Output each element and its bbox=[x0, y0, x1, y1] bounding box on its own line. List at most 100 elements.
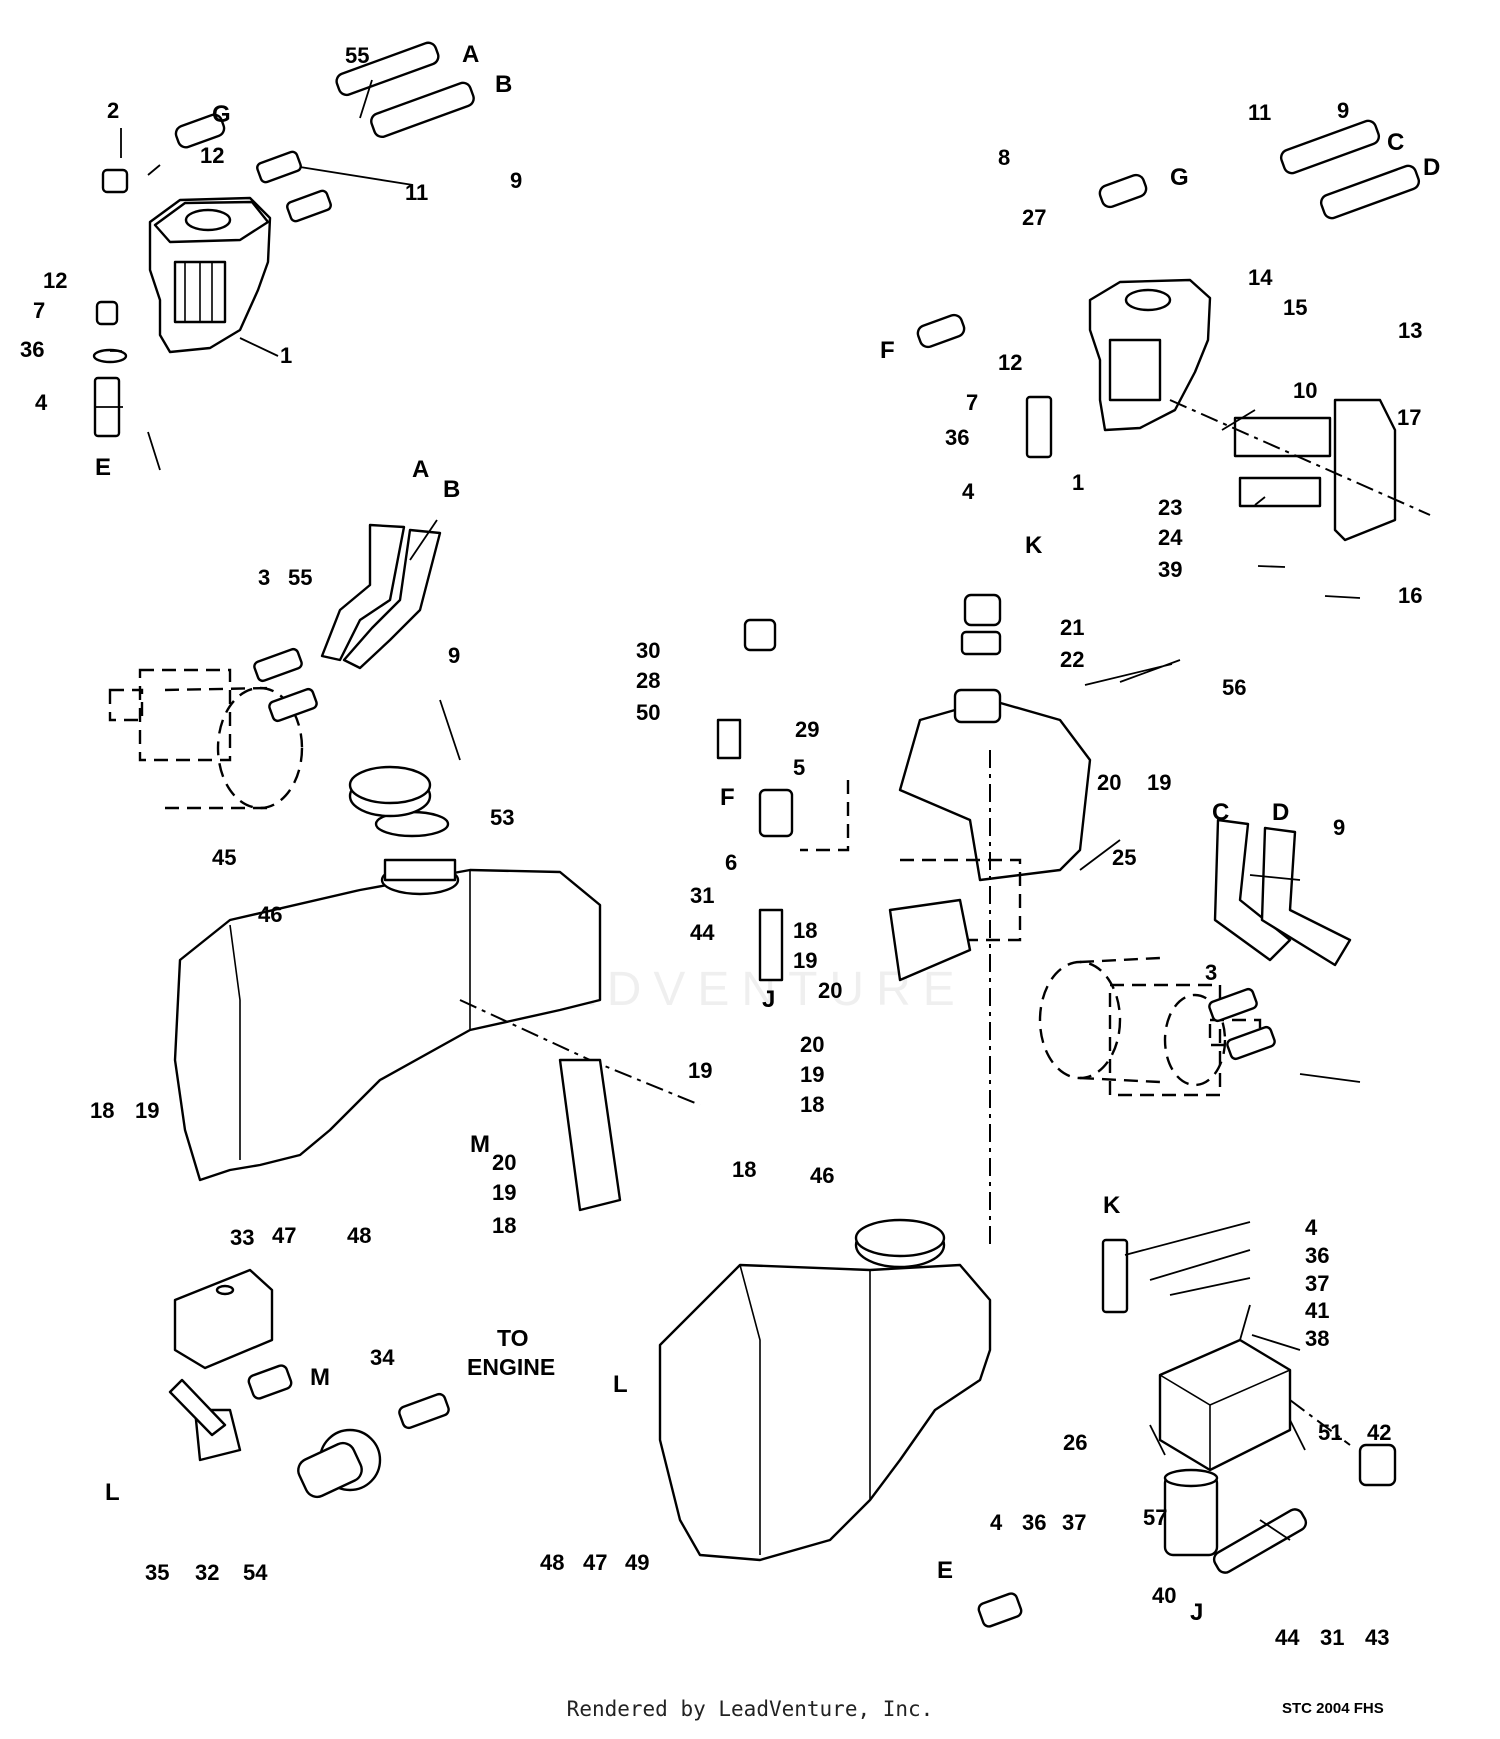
callout: 12 bbox=[200, 143, 224, 168]
callout: 31 bbox=[1320, 1625, 1344, 1650]
callout: 19 bbox=[688, 1058, 712, 1083]
callout: 28 bbox=[636, 668, 660, 693]
connection-letter: A bbox=[462, 41, 479, 68]
callout: 16 bbox=[1398, 583, 1422, 608]
copyright-stamp: STC 2004 FHS bbox=[1282, 1700, 1384, 1717]
callout: 18 bbox=[90, 1098, 114, 1123]
callout: 10 bbox=[1293, 378, 1317, 403]
pump-assembly-right bbox=[916, 119, 1431, 542]
callout: 57 bbox=[1143, 1505, 1167, 1530]
connection-letter: K bbox=[1025, 532, 1043, 559]
callout: 29 bbox=[795, 717, 819, 742]
callout: 31 bbox=[690, 883, 714, 908]
connection-letter: E bbox=[937, 1557, 953, 1584]
callout: 47 bbox=[583, 1550, 607, 1575]
to-engine-label: TO ENGINE bbox=[467, 1325, 555, 1380]
callout: 7 bbox=[33, 298, 45, 323]
callout: 37 bbox=[1305, 1271, 1329, 1296]
callout: 36 bbox=[1022, 1510, 1046, 1535]
callout: 36 bbox=[945, 425, 969, 450]
hydraulic-motor-left bbox=[108, 523, 442, 810]
callout: 4 bbox=[962, 479, 975, 504]
to-engine-line1: TO bbox=[497, 1325, 529, 1351]
callout: 4 bbox=[1305, 1215, 1318, 1240]
connection-letter: B bbox=[495, 71, 512, 98]
callout: 41 bbox=[1305, 1298, 1329, 1323]
callout: 44 bbox=[690, 920, 715, 945]
callout: 48 bbox=[540, 1550, 564, 1575]
fuel-tank-left bbox=[173, 765, 701, 1212]
callout: 47 bbox=[272, 1223, 296, 1248]
callout: 18 bbox=[492, 1213, 516, 1238]
callout: 1 bbox=[1072, 470, 1084, 495]
callout: 20 bbox=[800, 1032, 824, 1057]
callout: 45 bbox=[212, 845, 236, 870]
connection-letter: C bbox=[1212, 799, 1229, 826]
callout: 9 bbox=[1333, 815, 1345, 840]
callout: 11 bbox=[405, 180, 428, 205]
connection-letter: G bbox=[1170, 164, 1189, 191]
connection-letter: M bbox=[310, 1364, 330, 1391]
callout: 4 bbox=[35, 390, 48, 415]
callout: 20 bbox=[1097, 770, 1121, 795]
callout: 49 bbox=[625, 1550, 649, 1575]
callout: 42 bbox=[1367, 1420, 1391, 1445]
to-engine-line2: ENGINE bbox=[467, 1354, 555, 1380]
callout: 9 bbox=[448, 643, 460, 668]
callout: 37 bbox=[1062, 1510, 1086, 1535]
callout: 12 bbox=[43, 268, 67, 293]
callout: 36 bbox=[20, 337, 44, 362]
callout: 19 bbox=[800, 1062, 824, 1087]
callout: 55 bbox=[345, 43, 369, 68]
callout: 18 bbox=[732, 1157, 756, 1182]
callout: 35 bbox=[145, 1560, 169, 1585]
callout: 8 bbox=[998, 145, 1010, 170]
callout-numbers: 55 2 12 11 9 12 7 36 4 1 8 27 11 9 14 15… bbox=[20, 43, 1422, 1650]
callout: 11 bbox=[1248, 100, 1271, 125]
connection-letter: C bbox=[1387, 129, 1404, 156]
callout: 2 bbox=[107, 98, 119, 123]
callout: 50 bbox=[636, 700, 660, 725]
callout: 19 bbox=[492, 1180, 516, 1205]
pump-assembly-left bbox=[92, 41, 475, 438]
callout: 22 bbox=[1060, 647, 1084, 672]
fuel-tank-bottom bbox=[658, 1218, 992, 1562]
callout: 3 bbox=[258, 565, 270, 590]
connection-letter: K bbox=[1103, 1192, 1121, 1219]
callout: 24 bbox=[1158, 525, 1183, 550]
callout: 38 bbox=[1305, 1326, 1329, 1351]
callout: 46 bbox=[810, 1163, 834, 1188]
callout: 18 bbox=[793, 918, 817, 943]
callout: 19 bbox=[793, 948, 817, 973]
callout: 3 bbox=[1205, 960, 1217, 985]
callout: 1 bbox=[280, 343, 292, 368]
callout: 9 bbox=[510, 168, 522, 193]
hydraulic-motor-right bbox=[1038, 818, 1352, 1097]
callout: 15 bbox=[1283, 295, 1307, 320]
shutoff-valve-and-filter bbox=[168, 1268, 450, 1499]
callout: 5 bbox=[793, 755, 805, 780]
callout: 33 bbox=[230, 1225, 254, 1250]
callout: 4 bbox=[990, 1510, 1003, 1535]
callout: 55 bbox=[288, 565, 312, 590]
connection-letter: F bbox=[720, 784, 735, 811]
connection-letter: L bbox=[105, 1479, 120, 1506]
connection-letter: E bbox=[95, 454, 111, 481]
callout: 46 bbox=[258, 902, 282, 927]
connection-letter: M bbox=[470, 1131, 490, 1158]
callout: 21 bbox=[1060, 615, 1084, 640]
callout: 56 bbox=[1222, 675, 1246, 700]
callout: 36 bbox=[1305, 1243, 1329, 1268]
connection-letter: D bbox=[1272, 799, 1289, 826]
callout: 32 bbox=[195, 1560, 219, 1585]
connection-letter: F bbox=[880, 337, 895, 364]
callout: 40 bbox=[1152, 1583, 1176, 1608]
callout: 51 bbox=[1318, 1420, 1342, 1445]
leader-lines bbox=[95, 79, 1361, 1541]
callout: 39 bbox=[1158, 557, 1182, 582]
callout: 7 bbox=[966, 390, 978, 415]
callout: 20 bbox=[492, 1150, 516, 1175]
connection-letter: J bbox=[762, 986, 775, 1013]
callout: 6 bbox=[725, 850, 737, 875]
